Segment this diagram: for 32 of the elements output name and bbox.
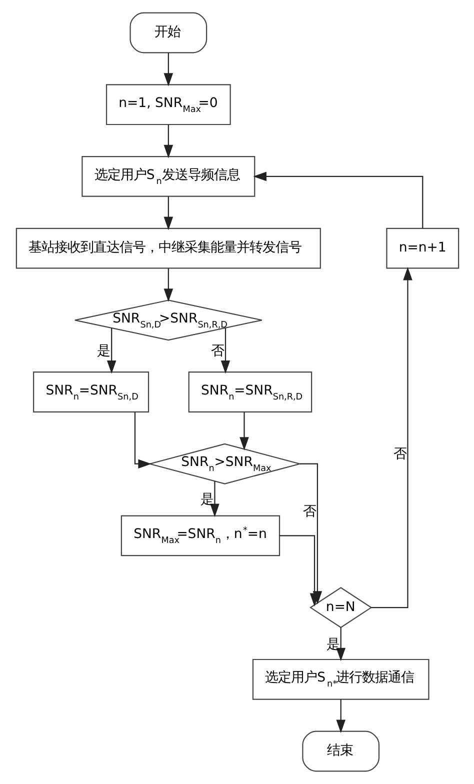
edge-label: 否	[302, 504, 316, 520]
node-diamond: SNR$_{n}$>SNR$_{Max}$	[147, 443, 302, 484]
edge-label: 是	[200, 492, 213, 508]
arrow	[220, 328, 230, 374]
arrow	[163, 268, 173, 302]
arrow	[336, 628, 345, 662]
node-box: 开始	[129, 12, 207, 54]
node-box: 基站接收到直达信号，中继采集能量并转发信号	[15, 228, 320, 269]
node-diamond: SNR$_{Sn,D}$>SNR$_{Sn,R,D}$	[74, 300, 262, 341]
arrow	[106, 328, 116, 374]
node-box: 选定用户S$_{n*}$进行数据通信	[252, 658, 429, 700]
arrow	[134, 412, 151, 468]
node-box: SNR$_{Max}$=SNR$_{n}$，n$^{*}$=n	[120, 515, 280, 556]
arrow	[370, 266, 412, 608]
node-box: 结束	[302, 730, 380, 772]
arrow	[163, 124, 173, 158]
edge-label: 是	[96, 344, 110, 360]
edge-label: 否	[392, 447, 406, 462]
node-box: SNR$_{n}$=SNR$_{Sn,R,D}$	[188, 372, 312, 412]
edge-label: 否	[210, 344, 224, 360]
arrow	[239, 412, 248, 450]
node-box: n=1, SNR$_{Max}$=0	[105, 84, 230, 126]
arrow	[336, 699, 345, 734]
node-box: 选定用户S$_{n}$发送导频信息	[81, 156, 255, 197]
arrow	[163, 196, 173, 230]
arrow	[252, 172, 423, 228]
arrow	[210, 481, 219, 518]
node-box: SNR$_{n}$=SNR$_{Sn,D}$	[32, 372, 149, 412]
edge-label: 是	[326, 638, 339, 653]
node-box: n=n+1	[386, 228, 459, 269]
arrow	[279, 535, 319, 606]
arrow	[163, 52, 173, 86]
